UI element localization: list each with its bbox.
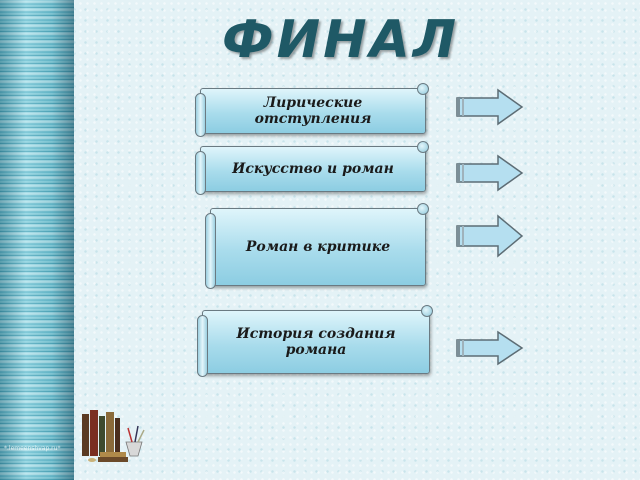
scroll-roll-left xyxy=(195,93,206,137)
menu-button-novel-in-criticism[interactable]: Роман в критике xyxy=(205,203,429,289)
watermark-text: *.lemeenshvap.ru* xyxy=(4,445,61,452)
scroll-roll-top xyxy=(417,141,429,153)
scroll-roll-left xyxy=(197,315,208,377)
slide-title: ФИНАЛ xyxy=(222,10,460,70)
left-decorative-bar xyxy=(0,0,74,480)
arrow-right-icon[interactable] xyxy=(454,214,526,258)
arrow-right-icon[interactable] xyxy=(454,152,526,194)
scroll-roll-left xyxy=(205,213,216,289)
menu-button-novel-history[interactable]: История создания романа xyxy=(197,305,433,377)
books-stack-icon xyxy=(82,410,145,462)
scroll-roll-left xyxy=(195,151,206,195)
menu-button-label: Искусство и роман xyxy=(232,161,394,177)
scroll-roll-top xyxy=(421,305,433,317)
arrow-right-icon[interactable] xyxy=(454,328,526,368)
menu-button-lyrical-digressions[interactable]: Лирические отступления xyxy=(195,83,429,137)
scroll-roll-top xyxy=(417,203,429,215)
menu-button-label: Лирические отступления xyxy=(254,95,372,127)
menu-button-art-and-novel[interactable]: Искусство и роман xyxy=(195,141,429,195)
menu-button-label: История создания романа xyxy=(236,326,396,358)
arrow-right-icon[interactable] xyxy=(454,86,526,128)
menu-button-label: Роман в критике xyxy=(245,239,391,255)
scroll-roll-top xyxy=(417,83,429,95)
